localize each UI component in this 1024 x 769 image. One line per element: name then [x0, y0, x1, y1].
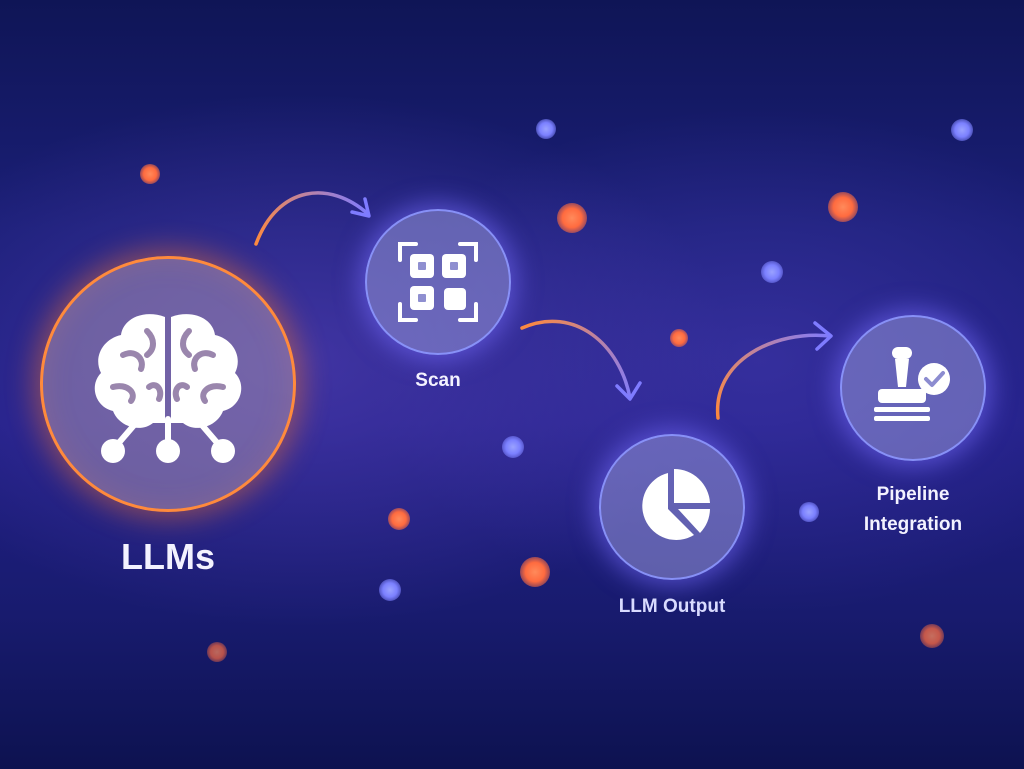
llm-output-node — [599, 434, 745, 580]
arrow-scan-to-output — [520, 319, 642, 401]
orange-dot — [388, 508, 410, 530]
approval-stamp-icon — [874, 347, 950, 421]
brain-network-icon — [94, 314, 242, 463]
orange-dot — [207, 642, 227, 662]
blue-dot — [502, 436, 524, 458]
arrow-llms-to-scan — [254, 191, 371, 246]
orange-dot — [520, 557, 550, 587]
llm-output-label: LLM Output — [618, 596, 726, 617]
llms-node — [40, 256, 296, 512]
orange-dot — [557, 203, 587, 233]
orange-dot — [828, 192, 858, 222]
scan-node — [365, 209, 511, 355]
pie-chart-icon — [642, 468, 710, 540]
blue-dot — [379, 579, 401, 601]
pipeline-label: Pipeline Integration — [838, 480, 988, 540]
blue-dot — [799, 502, 819, 522]
orange-dot — [140, 164, 160, 184]
llms-label: LLMs — [121, 536, 215, 577]
pipeline-label-line1: Pipeline — [876, 484, 950, 505]
blue-dot — [536, 119, 556, 139]
blue-dot — [951, 119, 973, 141]
orange-dot — [670, 329, 688, 347]
pipeline-label-line2: Integration — [863, 514, 963, 535]
orange-dot — [920, 624, 944, 648]
arrow-output-to-pipeline — [715, 321, 833, 420]
scan-label: Scan — [415, 370, 461, 391]
qr-scan-icon — [398, 242, 478, 322]
blue-dot — [761, 261, 783, 283]
pipeline-node — [840, 315, 986, 461]
